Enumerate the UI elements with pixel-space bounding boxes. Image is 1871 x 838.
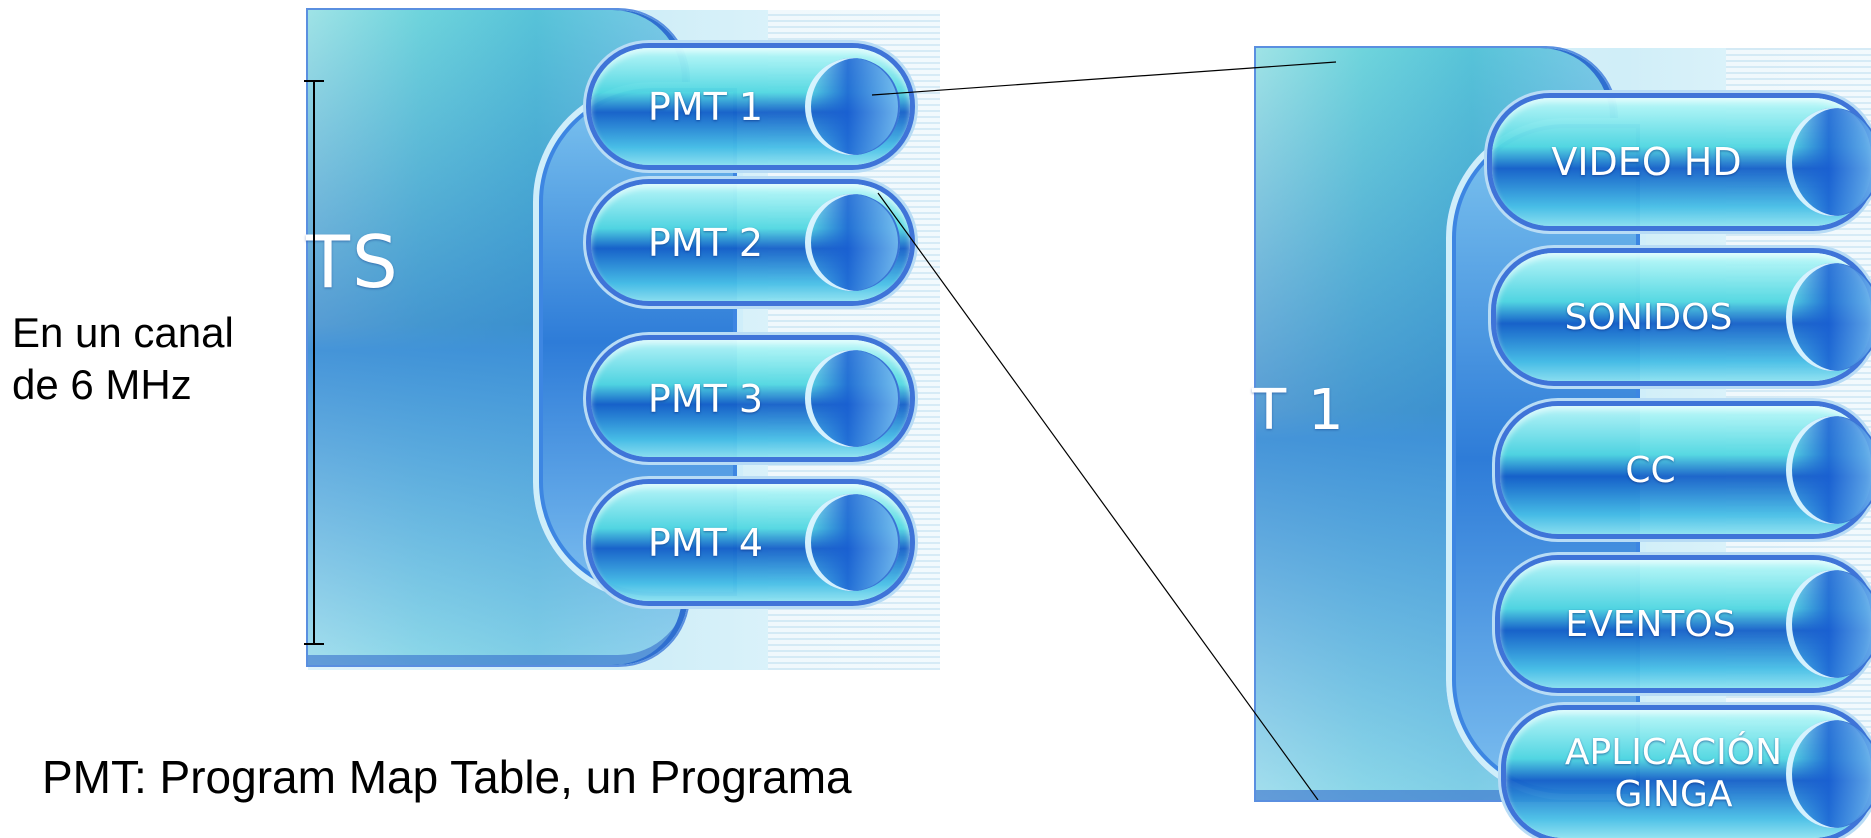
eventos-button[interactable]: EVENTOS <box>1500 560 1871 688</box>
video-hd-button[interactable]: VIDEO HD <box>1492 98 1871 226</box>
bracket-top-tick <box>304 80 324 82</box>
connector-lines <box>871 61 1337 800</box>
caption-text: PMT: Program Map Table, un Programa <box>42 751 852 803</box>
video-hd-label: VIDEO HD <box>1551 140 1742 184</box>
pmt-4-button[interactable]: PMT 4 <box>591 484 910 601</box>
pmt-1-detail-panel: T 1 VIDEO HD SONIDOS CC EVENTOS APLICACI… <box>1252 48 1871 838</box>
pmt-3-button[interactable]: PMT 3 <box>591 340 910 457</box>
sonidos-button[interactable]: SONIDOS <box>1496 253 1871 381</box>
pmt-1-label: PMT 1 <box>647 84 764 129</box>
channel-note-line2: de 6 MHz <box>12 361 192 408</box>
channel-note: En un canal de 6 MHz <box>12 307 234 411</box>
ts-panel: TS PMT 1 PMT 2 PMT 3 PMT 4 <box>306 10 940 670</box>
detail-title: T 1 <box>1252 378 1346 443</box>
video-hd-knob <box>1786 108 1871 216</box>
connector-line-top <box>871 61 1337 96</box>
cc-knob <box>1786 416 1871 524</box>
pmt-2-button[interactable]: PMT 2 <box>591 184 910 301</box>
bracket-vertical <box>313 80 315 645</box>
sonidos-knob <box>1786 263 1871 371</box>
pmt-2-knob <box>805 194 900 291</box>
cc-button[interactable]: CC <box>1500 406 1871 534</box>
eventos-knob <box>1786 570 1871 678</box>
pmt-1-button[interactable]: PMT 1 <box>591 48 910 165</box>
pmt-4-label: PMT 4 <box>647 520 764 565</box>
eventos-label: EVENTOS <box>1565 603 1736 645</box>
bracket-bottom-tick <box>304 643 324 645</box>
pmt-3-knob <box>805 350 900 447</box>
channel-note-line1: En un canal <box>12 309 234 356</box>
sonidos-label: SONIDOS <box>1564 296 1733 338</box>
pmt-3-label: PMT 3 <box>647 376 764 421</box>
pmt-1-knob <box>805 58 900 155</box>
ts-label: TS <box>306 220 400 304</box>
pmt-4-knob <box>805 494 900 591</box>
cc-label: CC <box>1625 449 1676 491</box>
connector-line-bottom <box>877 192 1319 800</box>
pmt-2-label: PMT 2 <box>647 220 764 265</box>
